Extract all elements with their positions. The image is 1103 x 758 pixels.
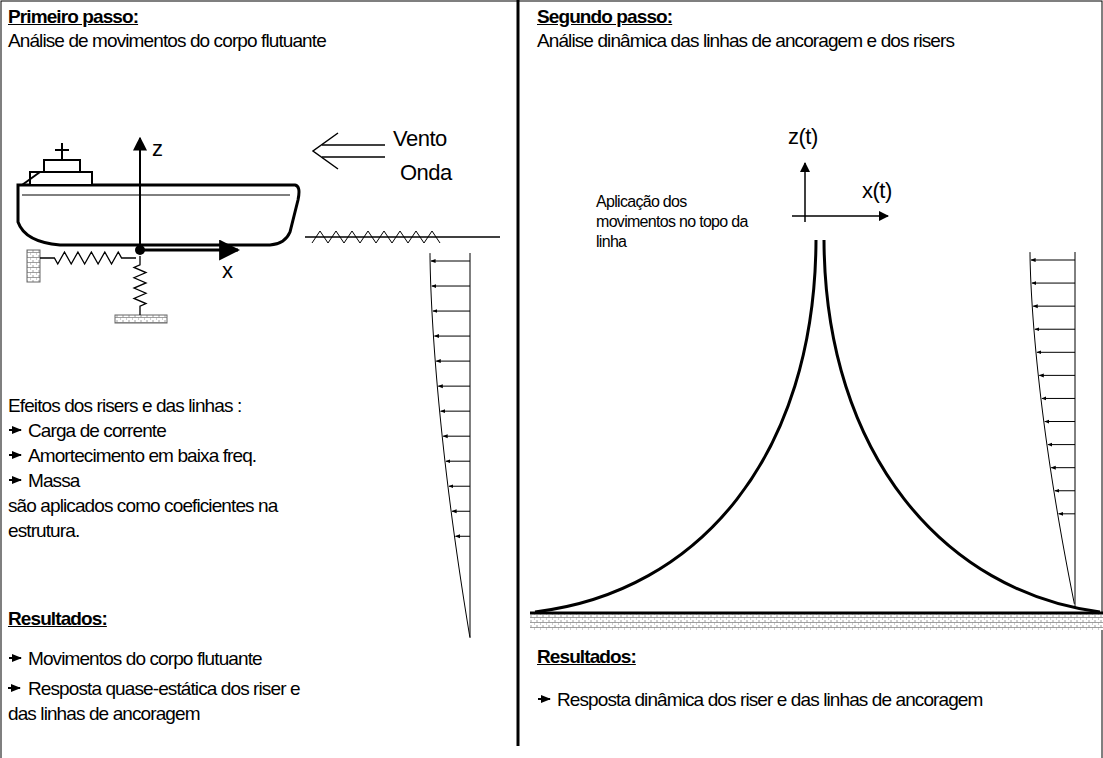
current-arrow: [449, 486, 470, 487]
bullet-arrow: [538, 698, 550, 700]
springs: [40, 252, 146, 315]
current-arrow: [438, 386, 470, 387]
current-arrow: [433, 311, 470, 312]
results-heading: Resultados:: [8, 606, 308, 631]
current-arrow: [1031, 260, 1075, 261]
bullet-item: Amortecimento em baixa freq.: [28, 443, 408, 468]
z-axis: [139, 138, 141, 250]
note-heading: Efeitos dos risers e das linhas :: [8, 393, 408, 418]
seabed: [530, 614, 1103, 630]
current-arrow: [455, 536, 470, 537]
bullet-arrow: [9, 657, 21, 659]
current-arrow: [431, 261, 470, 262]
current-arrow: [1033, 306, 1075, 307]
wave: [305, 231, 500, 243]
spring: [134, 256, 146, 315]
current-arrow: [452, 511, 470, 512]
bullet-arrow: [8, 687, 20, 689]
bullet-item: Carga de corrente: [28, 418, 408, 443]
step-heading: Primeiro passo:: [8, 4, 308, 29]
mooring-lines: [535, 240, 1100, 612]
bullet-item: Resposta quase-estática dos riser e das …: [8, 676, 320, 726]
step-title: Análise de movimentos do corpo flutuante: [8, 28, 508, 53]
current-arrow: [432, 286, 470, 287]
current-profile: [1030, 252, 1075, 607]
bullet-arrow: [9, 429, 21, 431]
current-arrow: [1045, 421, 1075, 422]
results-heading: Resultados:: [537, 644, 837, 669]
current-arrow: [1039, 375, 1075, 376]
current-arrow: [1051, 467, 1075, 468]
current-arrow: [1055, 490, 1075, 491]
profile-axis: [1075, 252, 1076, 607]
step-title: Análise dinâmica das linhas de ancoragem…: [537, 28, 1057, 53]
current-arrow: [1037, 352, 1075, 353]
current-arrow: [434, 336, 470, 337]
spring: [40, 252, 136, 264]
z-axis: [804, 163, 806, 222]
ground-support: [115, 315, 167, 323]
bullet-arrows: [8, 430, 550, 699]
axis-label: x(t): [862, 178, 922, 203]
current-arrow: [443, 436, 470, 437]
wall-support: [27, 250, 40, 282]
bullet-item: Movimentos do corpo flutuante: [28, 646, 498, 671]
axis-label: z(t): [788, 124, 848, 149]
callout-note: Aplicação dos movimentos no topo da linh…: [596, 192, 766, 252]
water-line: [305, 236, 500, 238]
step-heading: Segundo passo:: [537, 4, 937, 29]
current-arrow: [1048, 444, 1075, 445]
current-arrow: [441, 411, 470, 412]
current-arrow: [1032, 283, 1075, 284]
bullet-arrow: [9, 479, 21, 481]
origin-dot: [135, 245, 145, 255]
current-arrow: [1042, 398, 1075, 399]
axis-label: z: [152, 136, 182, 161]
wave-line: [312, 231, 440, 243]
load-label: Onda: [400, 160, 510, 185]
current-arrow: [436, 361, 470, 362]
profile-curve: [430, 253, 470, 637]
bullet-item: Massa: [28, 468, 408, 493]
load-label: Vento: [393, 126, 503, 151]
note-text: são aplicados como coeficientes na estru…: [8, 493, 343, 543]
seabed-line: [530, 612, 1103, 615]
axis-label: x: [222, 258, 252, 283]
wind-arrow: [313, 133, 385, 169]
current-profile: [430, 253, 470, 638]
bullet-arrow: [9, 454, 21, 456]
current-arrow: [1059, 513, 1075, 514]
bullet-item: Resposta dinâmica dos riser e das linhas…: [557, 687, 1057, 712]
current-arrow: [1035, 329, 1075, 330]
divider: [517, 0, 520, 746]
profile-curve: [1030, 252, 1074, 604]
x-axis: [792, 215, 888, 217]
current-arrow: [446, 461, 470, 462]
x-axis: [140, 249, 238, 252]
